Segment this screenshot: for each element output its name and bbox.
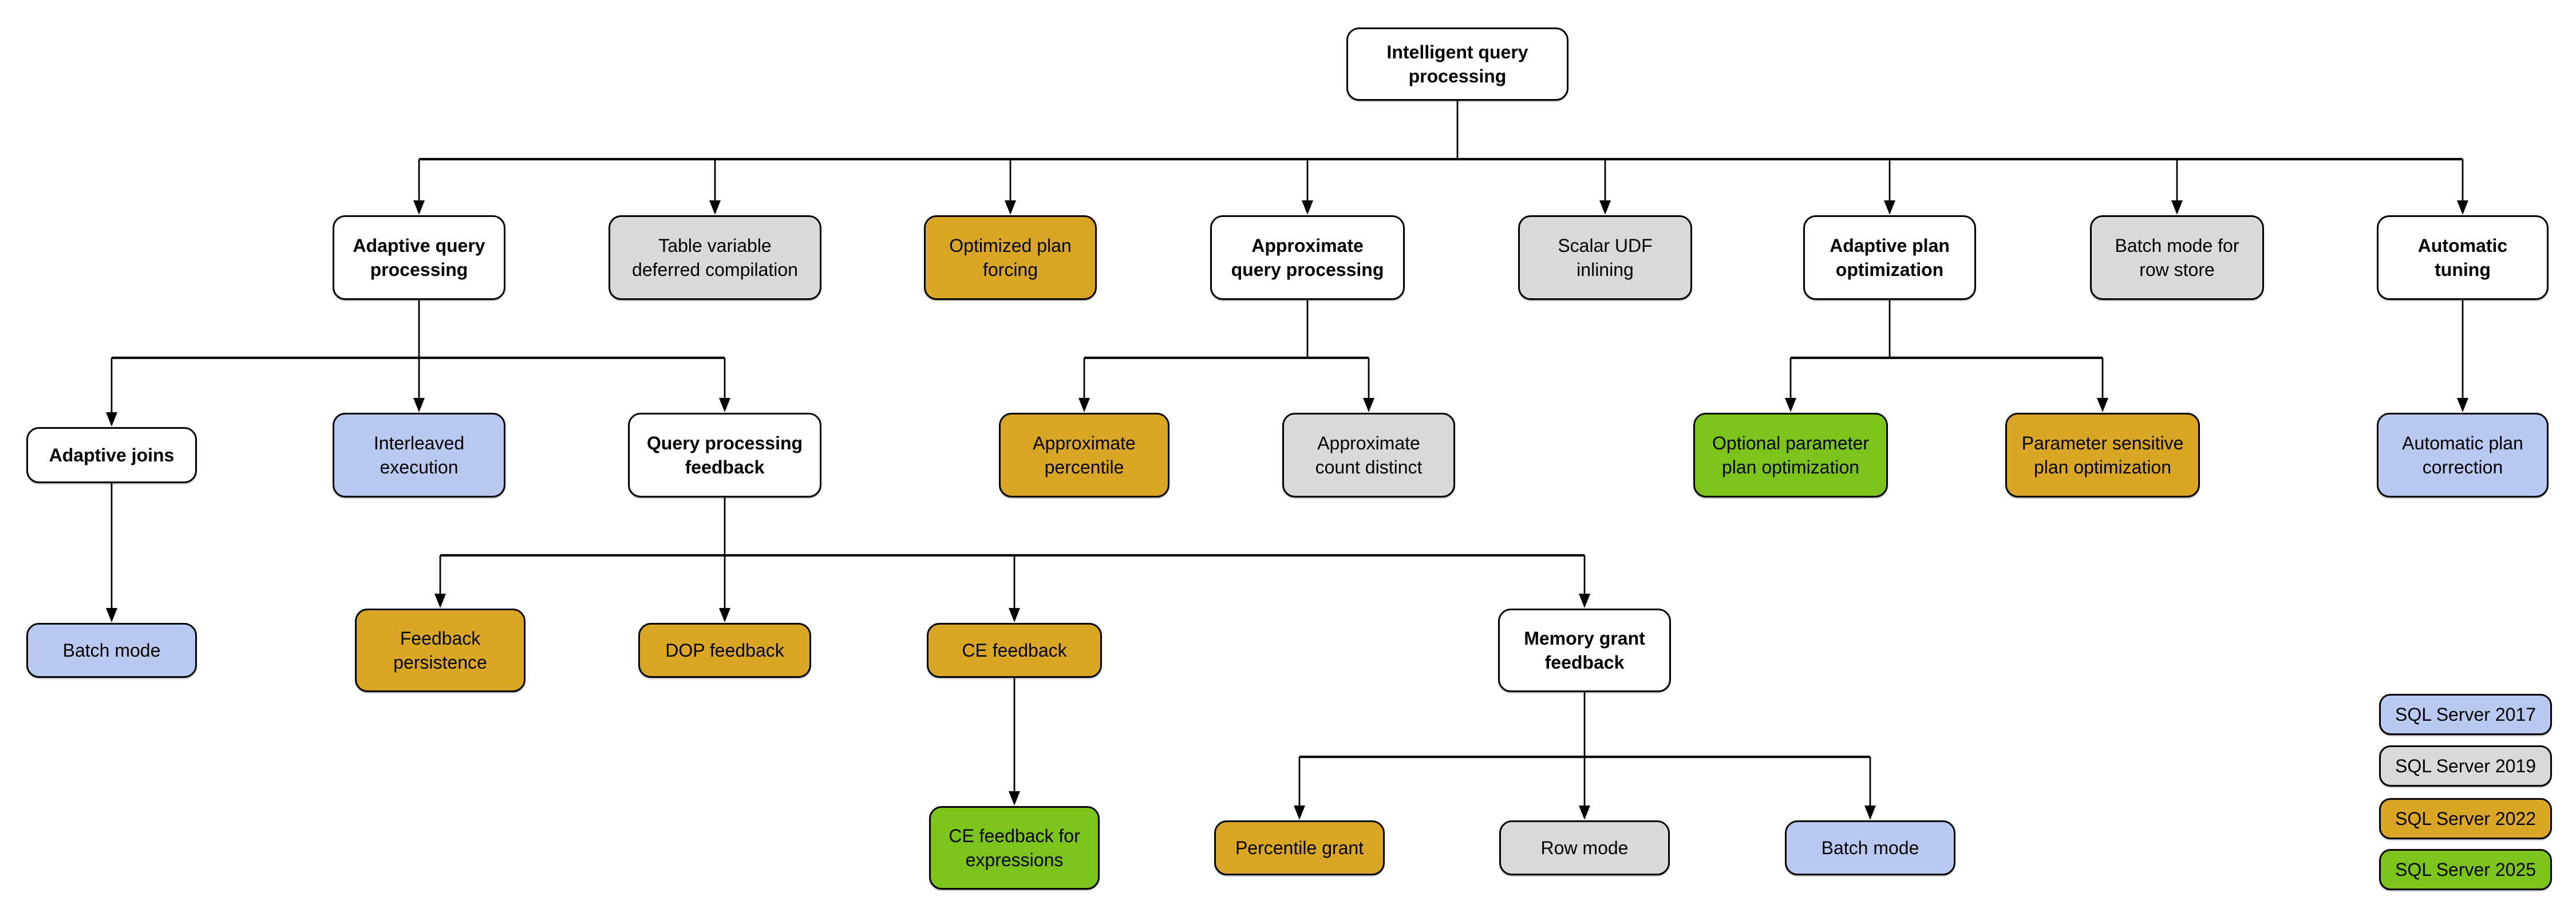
- node-memory-grant-feedback: Memory grant feedback: [1498, 609, 1671, 692]
- node-adaptive-joins: Adaptive joins: [26, 427, 197, 483]
- node-ce-feedback-for-expressions: CE feedback for expressions: [929, 806, 1100, 890]
- node-row-mode: Row mode: [1499, 820, 1670, 875]
- node-interleaved-execution: Interleaved execution: [333, 413, 505, 498]
- node-batch-mode-adaptive-joins: Batch mode: [26, 623, 197, 678]
- node-optional-parameter-plan-optimization: Optional parameter plan optimization: [1693, 413, 1888, 498]
- node-scalar-udf-inlining: Scalar UDF inlining: [1518, 215, 1692, 300]
- legend-item-sql-server-2022: SQL Server 2022: [2379, 798, 2552, 839]
- node-parameter-sensitive-plan-optimization: Parameter sensitive plan optimization: [2005, 413, 2200, 498]
- legend-item-sql-server-2025: SQL Server 2025: [2379, 849, 2552, 890]
- node-approximate-count-distinct: Approximate count distinct: [1282, 413, 1455, 498]
- legend-item-sql-server-2019: SQL Server 2019: [2379, 745, 2552, 787]
- node-batch-mode-for-row-store: Batch mode for row store: [2090, 215, 2264, 300]
- node-adaptive-plan-optimization: Adaptive plan optimization: [1803, 215, 1976, 300]
- node-table-variable-deferred-compilation: Table variable deferred compilation: [609, 215, 821, 300]
- node-ce-feedback: CE feedback: [927, 623, 1102, 678]
- node-percentile-grant: Percentile grant: [1214, 820, 1385, 875]
- node-approximate-query-processing: Approximate query processing: [1210, 215, 1405, 300]
- node-batch-mode-memory-grant: Batch mode: [1785, 820, 1955, 875]
- node-optimized-plan-forcing: Optimized plan forcing: [924, 215, 1097, 300]
- legend-item-sql-server-2017: SQL Server 2017: [2379, 694, 2552, 735]
- node-feedback-persistence: Feedback persistence: [355, 609, 526, 692]
- node-adaptive-query-processing: Adaptive query processing: [333, 215, 505, 300]
- node-automatic-tuning: Automatic tuning: [2377, 215, 2549, 300]
- node-intelligent-query-processing: Intelligent query processing: [1346, 27, 1568, 101]
- node-automatic-plan-correction: Automatic plan correction: [2377, 413, 2549, 498]
- node-approximate-percentile: Approximate percentile: [999, 413, 1170, 498]
- node-dop-feedback: DOP feedback: [638, 623, 811, 678]
- node-query-processing-feedback: Query processing feedback: [628, 413, 821, 498]
